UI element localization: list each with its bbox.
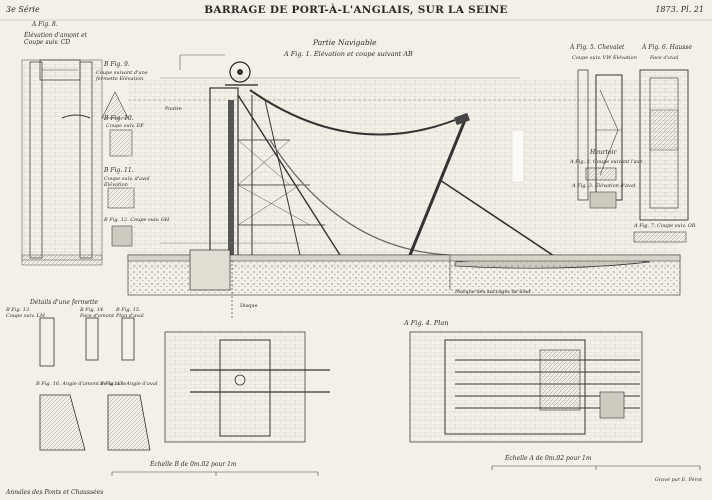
fig5-label: A Fig. 5. Chevalet [570, 44, 625, 51]
fig6-label: A Fig. 6. Hausse [642, 44, 692, 51]
fig15-caption: Plan d'aval [116, 313, 144, 319]
series-label: 3e Série [6, 5, 40, 14]
fig11-label: B Fig. 11. [104, 167, 134, 174]
fig9-caption: Coupe suivant d'une fermette Élévation [96, 70, 148, 82]
fig10-label: B Fig. 10. [104, 115, 134, 122]
section-title: Partie Navigable [313, 38, 377, 47]
dimension-marks [160, 77, 520, 244]
fig4-caption: A Fig. 4. Plan [404, 319, 449, 327]
fig4-plan-right [409, 331, 643, 443]
heurtoir-label: Heurtoir [590, 149, 617, 156]
fig11-caption: Coupe suiv. d'aval Élévation [104, 176, 150, 188]
fig12-label: B Fig. 12. Coupe suiv. GH [104, 217, 170, 223]
plate-number: 1873. Pl. 21 [655, 5, 704, 14]
fig7-section [633, 231, 687, 243]
fig9-label: B Fig. 9. [104, 61, 130, 68]
fig13-caption: Coupe suiv. LM [6, 313, 46, 319]
details-caption: Détails d'une fermette [30, 299, 99, 306]
fig15-label: B Fig. 15. [116, 307, 141, 313]
fig8-caption: Élévation d'amont et Coupe suiv. CD [24, 32, 88, 46]
engraver-credit: Gravé par E. Pérot [654, 477, 702, 483]
label-disque: Disque [240, 303, 258, 309]
fig2-label: A Fig. 2. Coupe suivant l'axe [570, 159, 643, 165]
fig3-label: A Fig. 3. Élévation d'aval [572, 183, 636, 189]
fig4-plan-left [164, 331, 330, 443]
fig14-caption: Face d'amont [80, 313, 114, 319]
fig7-label: A Fig. 7. Coupe suiv. OR [634, 223, 696, 229]
fig8-elevation [21, 59, 103, 266]
annales-credit: Annales des Ponts et Chaussées [6, 489, 104, 496]
fig9-detail [101, 91, 135, 247]
fig6-caption: Face d'aval [650, 55, 679, 61]
fig14-label: B Fig. 14. [80, 307, 105, 313]
fig5-caption: Coupe suiv. VW Élévation [572, 55, 637, 61]
fig16-label: B Fig. 16. Angle d'amont de la base [36, 381, 127, 387]
fig17-label: B Fig. 17. Angle d'aval [100, 381, 158, 387]
fig6-hausse [639, 69, 689, 221]
fig13-label: B Fig. 13. [6, 307, 31, 313]
plate-title: BARRAGE DE PORT-À-L'ANGLAIS, SUR LA SEIN… [204, 4, 508, 16]
fermette-details [39, 317, 151, 451]
label-marques: Marque des ancrages de fond [455, 289, 531, 295]
scale-bars [111, 465, 701, 476]
scale-left: Échelle B de 0m.02 pour 1m [150, 461, 237, 468]
scale-center: Échelle A de 0m.02 pour 1m [505, 455, 592, 462]
fig1-caption: A Fig. 1. Élévation et coupe suivant AB [284, 50, 413, 58]
fig2-fig3-heurtoir [585, 167, 617, 209]
fig10-caption: Coupe suiv. EF [106, 123, 144, 129]
label-poutre: Poutre [165, 106, 182, 112]
fig8-label: A Fig. 8. [32, 21, 58, 28]
